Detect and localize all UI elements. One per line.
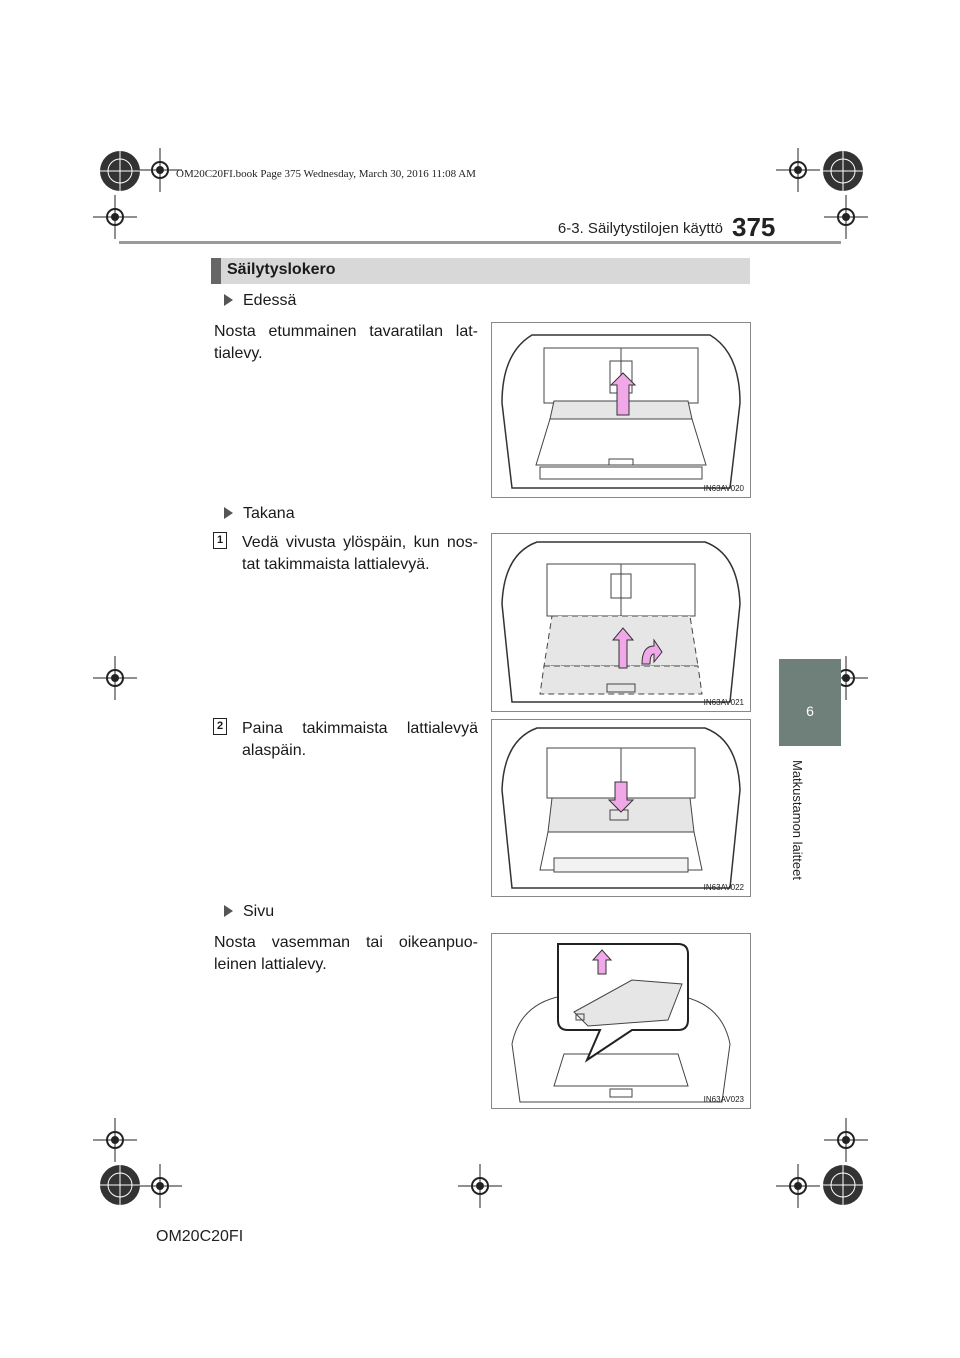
- heading-rear: Takana: [224, 505, 295, 523]
- figure-code: IN63AV021: [703, 698, 744, 707]
- chapter-label-vertical: Matkustamon laitteet: [790, 760, 810, 900]
- book-info: OM20C20FI.book Page 375 Wednesday, March…: [176, 168, 476, 180]
- instruction-side: Nosta vasemman tai oikeanpuo-leinen latt…: [214, 934, 478, 973]
- crosshair-mark-icon: [138, 148, 182, 192]
- registration-mark-icon: [95, 146, 145, 196]
- heading-front: Edessä: [224, 292, 296, 310]
- triangle-bullet-icon: [224, 905, 233, 917]
- figure-rear-step-1: IN63AV021: [491, 533, 751, 712]
- heading-side-label: Sivu: [243, 903, 275, 920]
- heading-rear-label: Takana: [243, 505, 295, 522]
- chapter-tab: 6: [779, 659, 841, 746]
- crosshair-mark-icon: [93, 1118, 137, 1162]
- figure-code: IN63AV023: [703, 1095, 744, 1104]
- instruction-step-2: Paina takimmaista lattialevyä alaspäin.: [242, 720, 478, 759]
- figure-code: IN63AV020: [703, 484, 744, 493]
- crosshair-mark-icon: [776, 148, 820, 192]
- section-title: Säilytyslokero: [227, 261, 336, 278]
- crosshair-mark-icon: [93, 195, 137, 239]
- section-accent: [211, 258, 221, 284]
- heading-front-label: Edessä: [243, 292, 297, 309]
- crosshair-mark-icon: [776, 1164, 820, 1208]
- figure-code: IN63AV022: [703, 883, 744, 892]
- chapter-title: 6-3. Säilytystilojen käyttö: [557, 220, 723, 237]
- instruction-front: Nosta etummainen tavaratilan lat-tialevy…: [214, 323, 478, 362]
- crosshair-mark-icon: [824, 195, 868, 239]
- page-number: 375: [732, 212, 776, 242]
- footer-code: OM20C20FI: [156, 1228, 244, 1245]
- heading-side: Sivu: [224, 903, 274, 921]
- crosshair-mark-icon: [93, 656, 137, 700]
- crosshair-mark-icon: [824, 1118, 868, 1162]
- step-number-2: 2: [213, 718, 227, 735]
- triangle-bullet-icon: [224, 507, 233, 519]
- figure-front-floor-board: IN63AV020: [491, 322, 751, 498]
- header-divider: [119, 241, 841, 244]
- step-number-1: 1: [213, 532, 227, 549]
- chapter-number: 6: [806, 703, 814, 719]
- crosshair-mark-icon: [458, 1164, 502, 1208]
- registration-mark-icon: [818, 146, 868, 196]
- figure-side-floor-board: IN63AV023: [491, 933, 751, 1109]
- registration-mark-icon: [818, 1160, 868, 1210]
- registration-mark-icon: [95, 1160, 145, 1210]
- crosshair-mark-icon: [138, 1164, 182, 1208]
- chapter-label: Matkustamon laitteet: [790, 760, 805, 880]
- triangle-bullet-icon: [224, 294, 233, 306]
- instruction-step-1: Vedä vivusta ylöspäin, kun nos-tat takim…: [242, 534, 478, 573]
- figure-rear-step-2: IN63AV022: [491, 719, 751, 897]
- section-header: Säilytyslokero: [211, 258, 750, 284]
